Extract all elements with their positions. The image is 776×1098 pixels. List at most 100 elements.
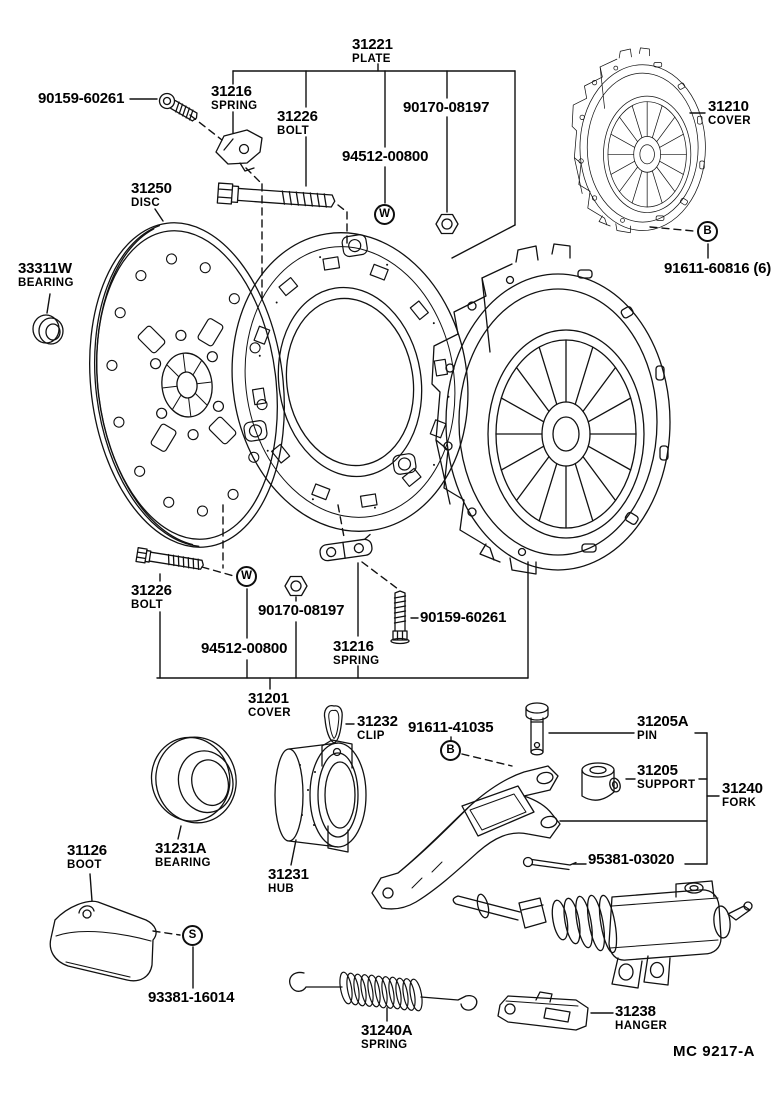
label-bearing-33311w: 33311W BEARING <box>18 261 74 289</box>
cover-31210-drawing <box>571 47 706 234</box>
part-name: BEARING <box>155 856 211 869</box>
bolt-90159-upper-drawing <box>158 92 198 122</box>
part-number: 31231 <box>268 866 309 883</box>
nut-90170-upper-drawing <box>435 213 459 235</box>
figure-code: MC 9217-A <box>673 1043 756 1060</box>
bolt-marker-cover: B <box>697 221 718 242</box>
callout-lines <box>46 63 720 1022</box>
label-spring-31240a: 31240A SPRING <box>361 1022 413 1051</box>
washer-marker-lower: W <box>236 566 257 587</box>
hub-31231-drawing <box>274 739 367 853</box>
part-number: 31226 <box>277 108 318 125</box>
part-number: 31232 <box>357 713 398 730</box>
bolt-90159-lower-drawing <box>390 590 410 645</box>
part-name: SPRING <box>211 99 258 112</box>
label-nut-90170-lower: 90170-08197 <box>258 603 344 619</box>
label-plate-31221: 31221 PLATE <box>352 37 393 65</box>
bearing-33311w-drawing <box>32 314 64 345</box>
part-number: 31240A <box>361 1022 413 1039</box>
part-name: COVER <box>248 706 291 719</box>
part-name: BEARING <box>18 276 74 289</box>
part-name: PLATE <box>352 52 391 65</box>
part-number: 31250 <box>131 180 172 197</box>
part-number: 31216 <box>333 638 374 655</box>
label-bolt-91611-41035: 91611-41035 <box>408 719 494 736</box>
label-pin-31205a: 31205A PIN <box>637 714 689 742</box>
screw-marker-boot: S <box>182 925 203 946</box>
part-number: 91611-41035 <box>408 719 494 736</box>
assembly-dashed-lines <box>152 114 695 936</box>
label-washer-94512-upper: 94512-00800 <box>342 149 428 165</box>
part-number: 31216 <box>211 83 252 100</box>
fork-31240-drawing <box>371 765 561 910</box>
release-cylinder-drawing <box>452 880 753 989</box>
part-number: 31240 <box>722 780 763 797</box>
label-spring-31216-lower: 31216 SPRING <box>333 639 380 667</box>
part-name: BOLT <box>277 124 310 137</box>
cotter-pin-95381-drawing <box>522 856 577 871</box>
pin-31205a-drawing <box>525 702 549 756</box>
part-number: 91611-60816 (6) <box>664 260 772 277</box>
label-fork-31240: 31240 FORK <box>722 781 763 809</box>
part-number: 31205 <box>637 762 678 779</box>
label-bolt-90159-upper: 90159-60261 <box>38 91 124 107</box>
label-washer-94512-lower: 94512-00800 <box>201 641 287 657</box>
bolt-marker-fork: B <box>440 740 461 761</box>
part-number: 94512-00800 <box>201 640 288 657</box>
label-boot-31126: 31126 BOOT <box>67 843 107 871</box>
label-clip-31232: 31232 CLIP <box>357 714 398 742</box>
part-name: SPRING <box>333 654 380 667</box>
label-disc-31250: 31250 DISC <box>131 181 172 209</box>
part-number: 31238 <box>615 1003 656 1020</box>
part-number: 90170-08197 <box>403 99 490 116</box>
nut-90170-lower-drawing <box>284 575 308 597</box>
part-name: DISC <box>131 196 161 209</box>
disc-31250-drawing <box>89 222 285 548</box>
part-name: BOLT <box>131 598 164 611</box>
plate-31221-drawing <box>231 232 469 532</box>
part-name: FORK <box>722 796 757 809</box>
part-name: HANGER <box>615 1019 668 1032</box>
support-31205-drawing <box>581 762 621 801</box>
part-number: 31231A <box>155 840 207 857</box>
label-bolt-31226-lower: 31226 BOLT <box>131 583 172 611</box>
part-name: COVER <box>708 114 751 127</box>
spring-31240a-drawing <box>289 971 478 1012</box>
clip-31232-drawing <box>323 705 343 744</box>
label-cover-31201: 31201 COVER <box>248 691 291 719</box>
part-name: BOOT <box>67 858 102 871</box>
label-cover-31210: 31210 COVER <box>708 99 751 127</box>
bolt-31226-lower-drawing <box>135 547 204 571</box>
part-name: HUB <box>268 882 295 895</box>
part-number: 90159-60261 <box>420 609 507 626</box>
label-support-31205: 31205 SUPPORT <box>637 763 695 791</box>
part-number: 31210 <box>708 98 749 115</box>
part-number: 93381-16014 <box>148 989 235 1006</box>
label-hanger-31238: 31238 HANGER <box>615 1004 667 1032</box>
part-name: CLIP <box>357 729 385 742</box>
boot-31126-drawing <box>49 900 157 982</box>
bearing-31231a-drawing <box>150 736 237 824</box>
part-name: SPRING <box>361 1038 408 1051</box>
part-number: 94512-00800 <box>342 148 429 165</box>
label-cotter-95381: 95381-03020 <box>588 852 674 868</box>
part-number: 90170-08197 <box>258 602 345 619</box>
part-number: 31221 <box>352 36 393 53</box>
part-number: 33311W <box>18 260 72 277</box>
label-bolt-90159-lower: 90159-60261 <box>420 610 506 626</box>
label-bearing-31231a: 31231A BEARING <box>155 841 211 869</box>
label-nut-90170-upper: 90170-08197 <box>403 100 489 116</box>
spring-31216-upper-drawing <box>215 129 263 172</box>
spring-31216-lower-drawing <box>319 533 373 562</box>
part-number: 31126 <box>67 842 107 859</box>
bolt-31226-upper-drawing <box>216 182 336 208</box>
label-screw-93381: 93381-16014 <box>148 990 234 1006</box>
part-number: 31226 <box>131 582 172 599</box>
label-spring-31216-upper: 31216 SPRING <box>211 84 258 112</box>
hanger-31238-drawing <box>497 991 589 1031</box>
part-name: PIN <box>637 729 658 742</box>
washer-marker-upper: W <box>374 204 395 225</box>
part-name: SUPPORT <box>637 778 696 791</box>
part-number: 90159-60261 <box>38 90 125 107</box>
